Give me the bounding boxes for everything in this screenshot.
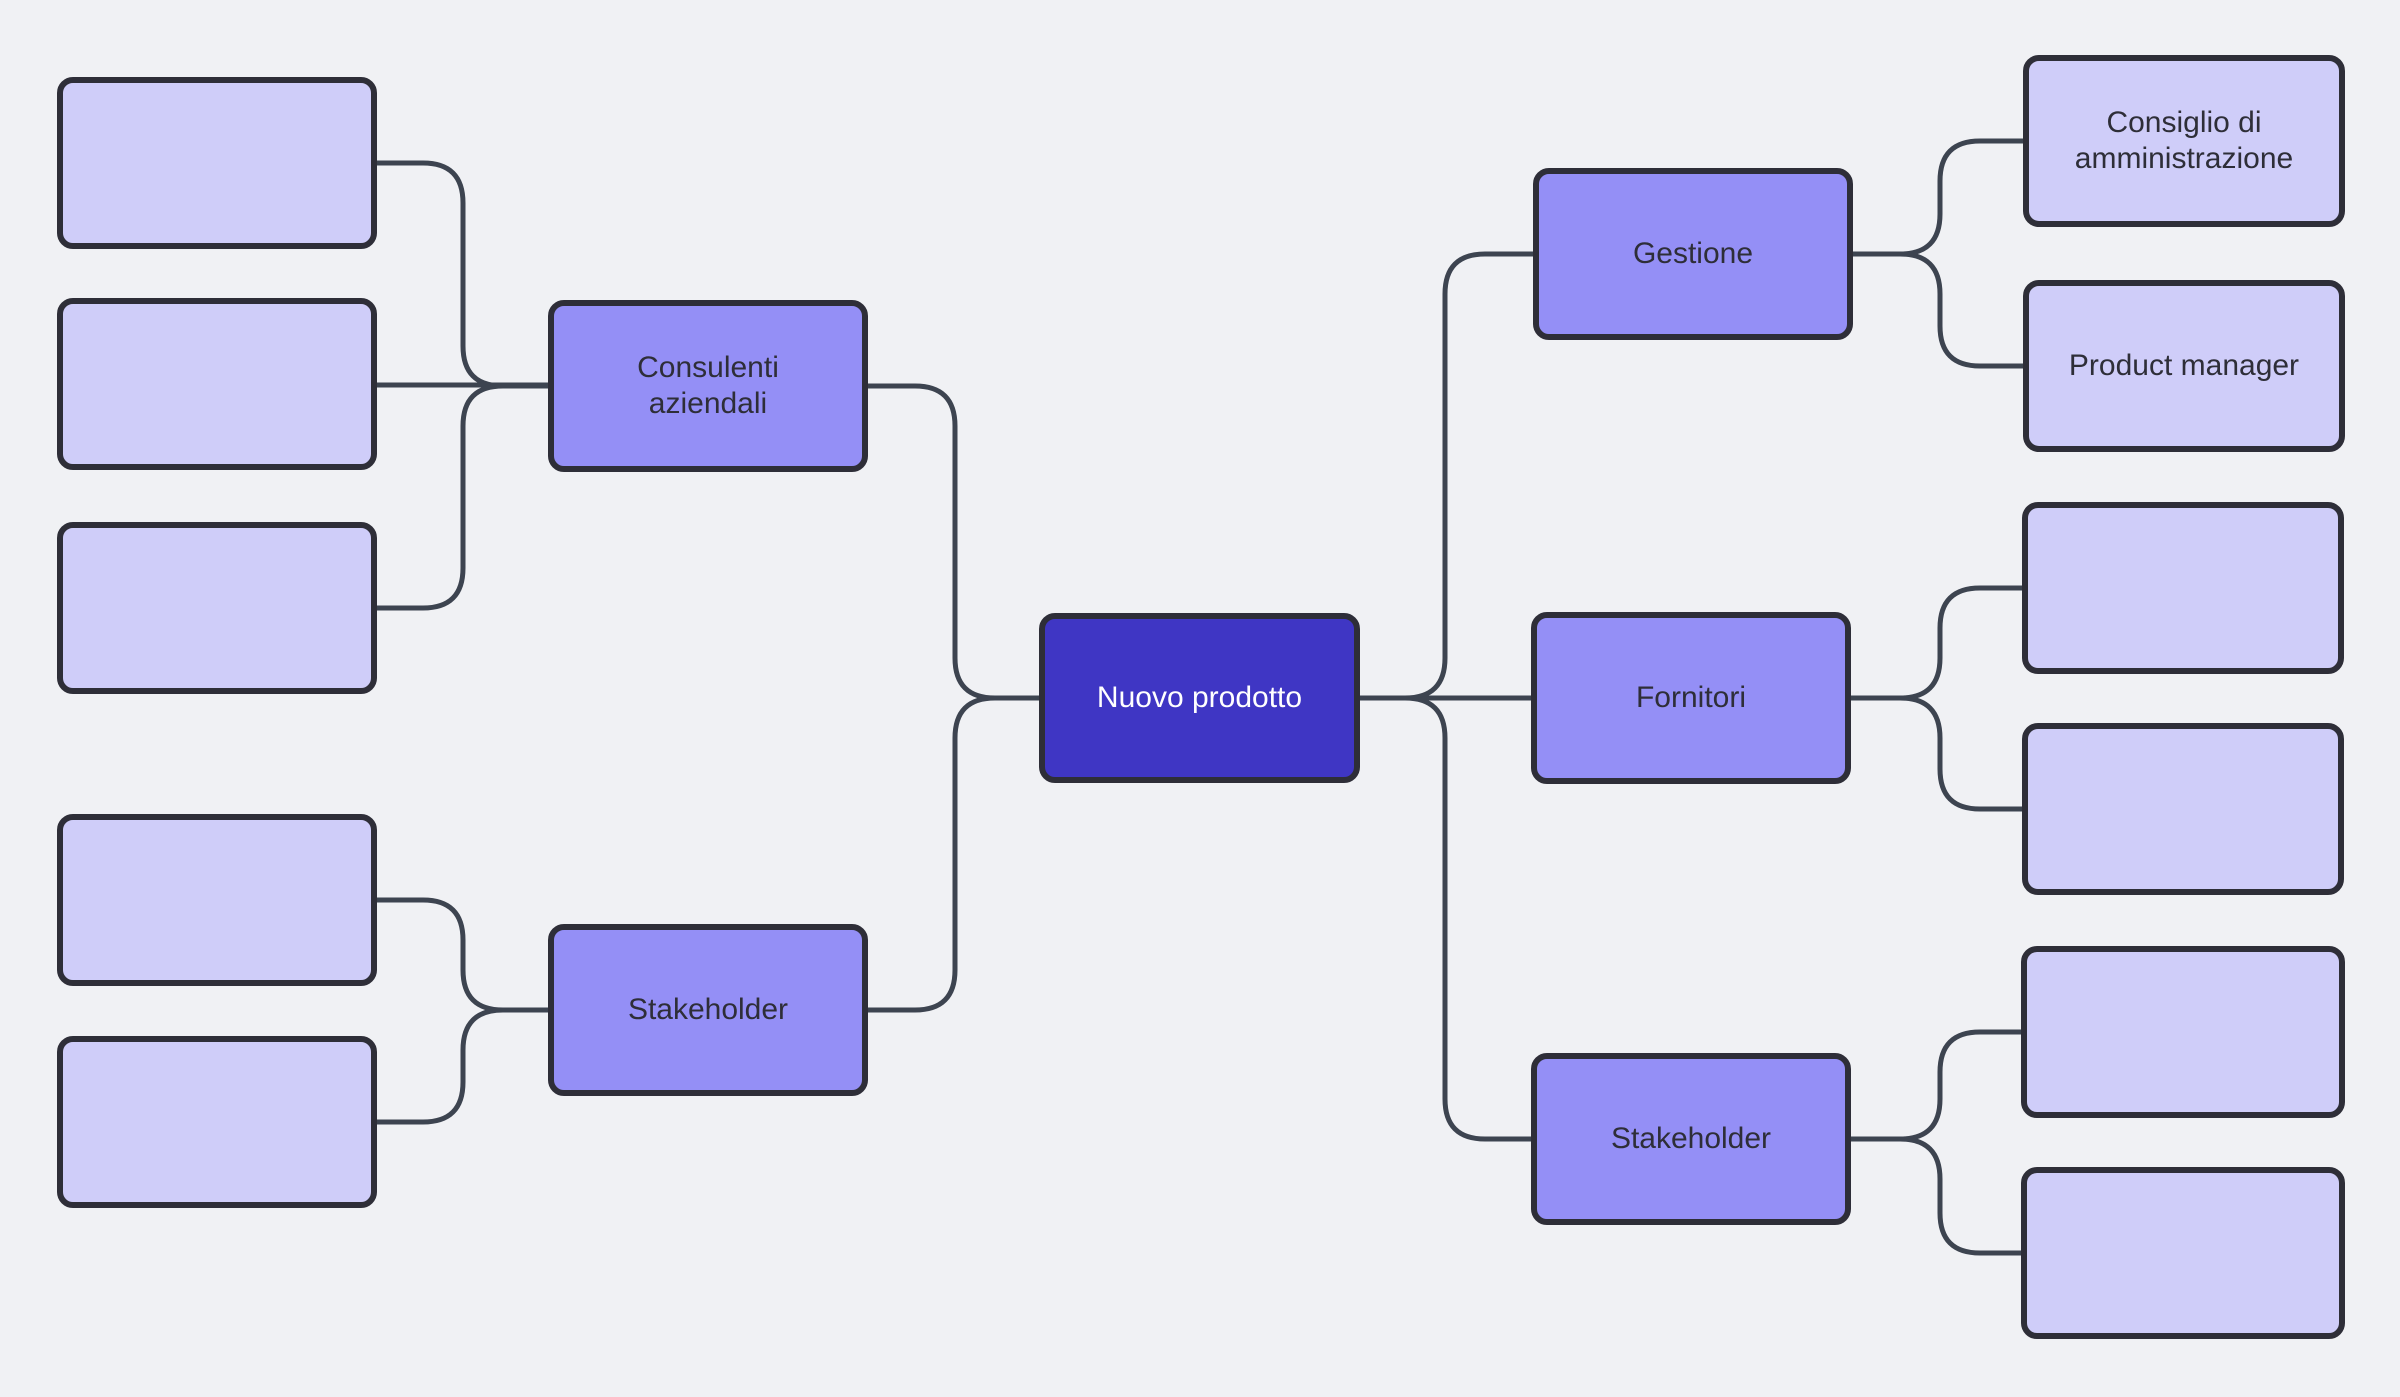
connector bbox=[1850, 695, 2022, 812]
connector bbox=[377, 1007, 548, 1125]
connector bbox=[1852, 251, 2023, 369]
leaf-node[interactable] bbox=[2021, 1167, 2345, 1339]
leaf-node[interactable] bbox=[57, 522, 377, 694]
branch-node-gestione[interactable]: Gestione bbox=[1533, 168, 1853, 340]
connector bbox=[1360, 251, 1533, 701]
root-node-nuovo-prodotto[interactable]: Nuovo prodotto bbox=[1039, 613, 1360, 783]
connector bbox=[1850, 1136, 2021, 1256]
leaf-node[interactable] bbox=[57, 77, 377, 249]
connector bbox=[1850, 585, 2022, 701]
connector bbox=[377, 897, 548, 1013]
leaf-node[interactable] bbox=[2022, 723, 2344, 895]
branch-node-stakeholder-right[interactable]: Stakeholder bbox=[1531, 1053, 1851, 1225]
connector bbox=[868, 383, 1039, 701]
leaf-node-product-manager[interactable]: Product manager bbox=[2023, 280, 2345, 452]
leaf-node[interactable] bbox=[57, 814, 377, 986]
leaf-node-consiglio-di-amministrazione[interactable]: Consiglio di amministrazione bbox=[2023, 55, 2345, 227]
connector bbox=[1360, 695, 1531, 1142]
leaf-node[interactable] bbox=[2021, 946, 2345, 1118]
connector bbox=[1852, 138, 2023, 257]
connector bbox=[1850, 1029, 2021, 1142]
connector bbox=[377, 383, 548, 611]
leaf-node[interactable] bbox=[57, 1036, 377, 1208]
connector bbox=[377, 160, 548, 389]
branch-node-stakeholder-left[interactable]: Stakeholder bbox=[548, 924, 868, 1096]
branch-node-consulenti-aziendali[interactable]: Consulenti aziendali bbox=[548, 300, 868, 472]
leaf-node[interactable] bbox=[57, 298, 377, 470]
connector bbox=[868, 695, 1039, 1013]
leaf-node[interactable] bbox=[2022, 502, 2344, 674]
branch-node-fornitori[interactable]: Fornitori bbox=[1531, 612, 1851, 784]
